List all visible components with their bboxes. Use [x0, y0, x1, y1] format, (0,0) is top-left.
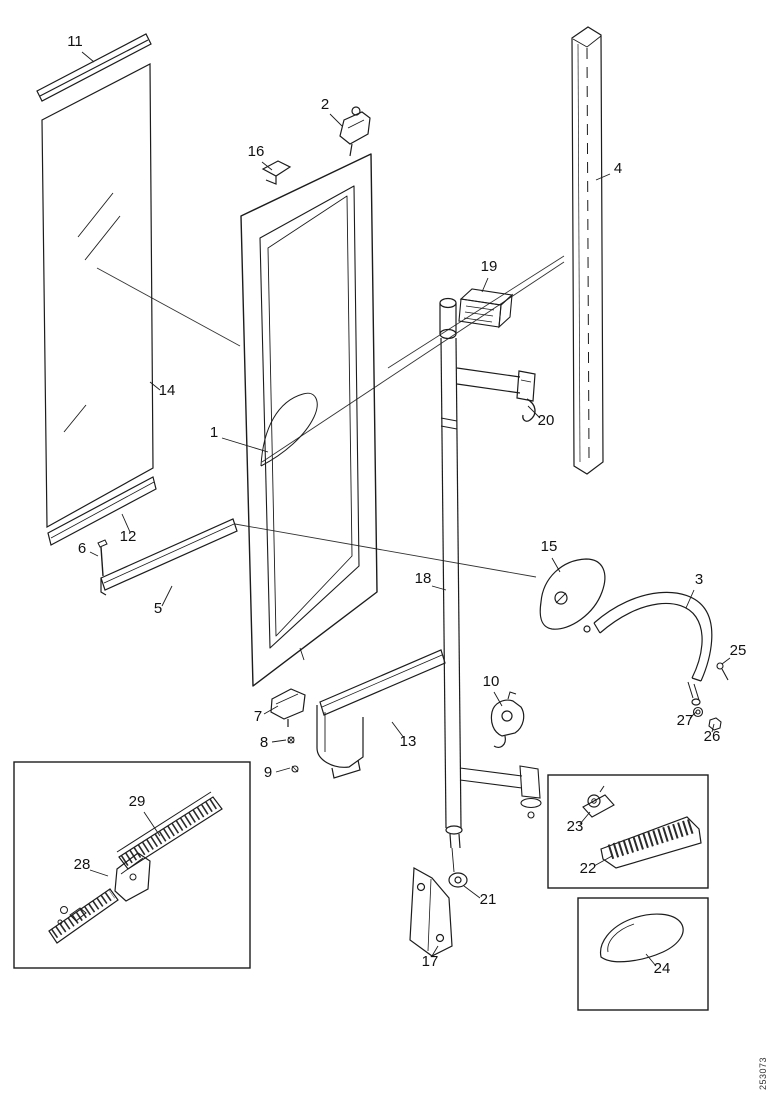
latch-part-10 — [490, 691, 525, 748]
callout-27: 27 — [677, 712, 694, 729]
callout-26: 26 — [704, 728, 721, 745]
clip-part-16 — [261, 160, 292, 185]
callout-6: 6 — [78, 540, 86, 557]
hook-clip — [522, 398, 536, 422]
callout-18: 18 — [415, 570, 432, 587]
callout-3: 3 — [695, 571, 703, 588]
inset-box-right-lower — [577, 897, 709, 1011]
screw-part-8 — [287, 736, 295, 744]
callout-1: 1 — [210, 424, 218, 441]
callout-23: 23 — [567, 818, 584, 835]
hinge-bracket — [339, 106, 371, 157]
bracket-plate-17 — [409, 867, 453, 957]
callout-15: 15 — [541, 538, 558, 555]
callout-28: 28 — [74, 856, 91, 873]
tube-assembly — [439, 297, 536, 849]
small-bracket-7 — [270, 688, 306, 727]
callout-9: 9 — [264, 764, 272, 781]
inset-box-left — [13, 761, 251, 969]
callout-5: 5 — [154, 600, 162, 617]
callout-19: 19 — [481, 258, 498, 275]
callout-11: 11 — [67, 33, 83, 50]
regulator-box — [458, 288, 514, 329]
callout-2: 2 — [321, 96, 329, 113]
hose-fasteners — [692, 662, 729, 731]
grommet-part — [448, 847, 468, 888]
lower-arm — [459, 765, 542, 819]
assembly-lines — [96, 255, 565, 578]
callout-24: 24 — [654, 960, 671, 977]
callout-13: 13 — [400, 733, 417, 750]
callout-16: 16 — [248, 143, 265, 160]
callout-21: 21 — [480, 891, 497, 908]
screw-part-9 — [291, 765, 299, 773]
leader-lines — [81, 51, 731, 967]
callout-4: 4 — [614, 160, 622, 177]
shield-bracket-15 — [539, 558, 606, 633]
lower-panel-13 — [316, 649, 446, 779]
callout-20: 20 — [538, 412, 555, 429]
callout-22: 22 — [580, 860, 597, 877]
callout-29: 29 — [129, 793, 146, 810]
callout-10: 10 — [483, 673, 500, 690]
door-frame — [240, 153, 378, 687]
callout-25: 25 — [730, 642, 747, 659]
inset-box-right-upper — [547, 774, 709, 889]
glass-bottom-strip — [47, 476, 157, 546]
side-strip — [571, 26, 604, 475]
callout-17: 17 — [422, 953, 439, 970]
top-rail-part — [36, 33, 152, 102]
pin-part — [97, 539, 108, 577]
doc-code: 253073 — [758, 1057, 768, 1090]
callout-14: 14 — [159, 382, 176, 399]
glass-panel — [41, 63, 154, 529]
callout-8: 8 — [260, 734, 268, 751]
lower-trim-strip — [100, 518, 238, 596]
callout-12: 12 — [120, 528, 137, 545]
hose-part-3 — [593, 591, 713, 706]
callout-7: 7 — [254, 708, 262, 725]
